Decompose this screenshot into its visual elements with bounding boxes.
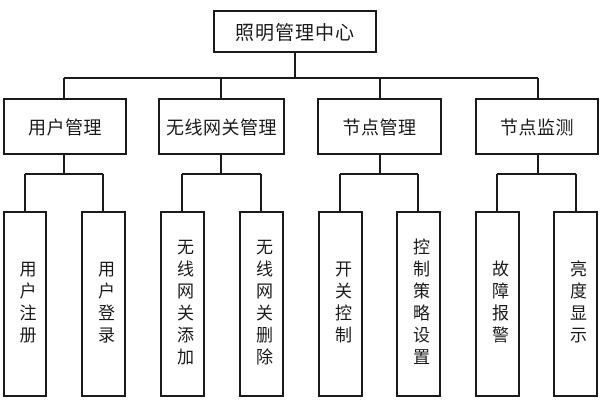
- node-leaf-gateway-add[interactable]: 无线网关添加: [160, 211, 205, 397]
- node-root[interactable]: 照明管理中心: [213, 10, 377, 53]
- node-leaf-3-1-label: 开关控制: [331, 260, 351, 348]
- node-leaf-user-register[interactable]: 用户注册: [3, 211, 47, 397]
- node-leaf-1-2-label: 用户登录: [94, 260, 114, 348]
- node-leaf-1-1-label: 用户注册: [15, 260, 36, 348]
- node-leaf-4-2-label: 亮度显示: [566, 260, 586, 348]
- node-branch-user-management[interactable]: 用户管理: [3, 98, 127, 155]
- node-branch-2-label: 无线网关管理: [166, 117, 277, 139]
- node-branch-node-monitoring[interactable]: 节点监测: [475, 98, 599, 155]
- node-leaf-2-2-label: 无线网关删除: [252, 238, 272, 370]
- node-leaf-3-2-label: 控制策略设置: [409, 238, 429, 370]
- node-branch-1-label: 用户管理: [28, 117, 102, 139]
- node-branch-gateway-management[interactable]: 无线网关管理: [158, 98, 285, 155]
- node-leaf-control-strategy-setting[interactable]: 控制策略设置: [396, 211, 441, 397]
- node-leaf-switch-control[interactable]: 开关控制: [318, 211, 363, 397]
- node-leaf-brightness-display[interactable]: 亮度显示: [553, 211, 598, 397]
- node-branch-node-management[interactable]: 节点管理: [317, 98, 442, 155]
- node-branch-4-label: 节点监测: [500, 117, 574, 139]
- node-leaf-2-1-label: 无线网关添加: [173, 238, 193, 370]
- node-leaf-user-login[interactable]: 用户登录: [81, 211, 126, 397]
- node-root-label: 照明管理中心: [234, 22, 355, 44]
- node-leaf-gateway-delete[interactable]: 无线网关删除: [239, 211, 284, 397]
- node-leaf-4-1-label: 故障报警: [488, 260, 508, 348]
- node-leaf-fault-alarm[interactable]: 故障报警: [475, 211, 520, 397]
- node-branch-3-label: 节点管理: [342, 117, 417, 139]
